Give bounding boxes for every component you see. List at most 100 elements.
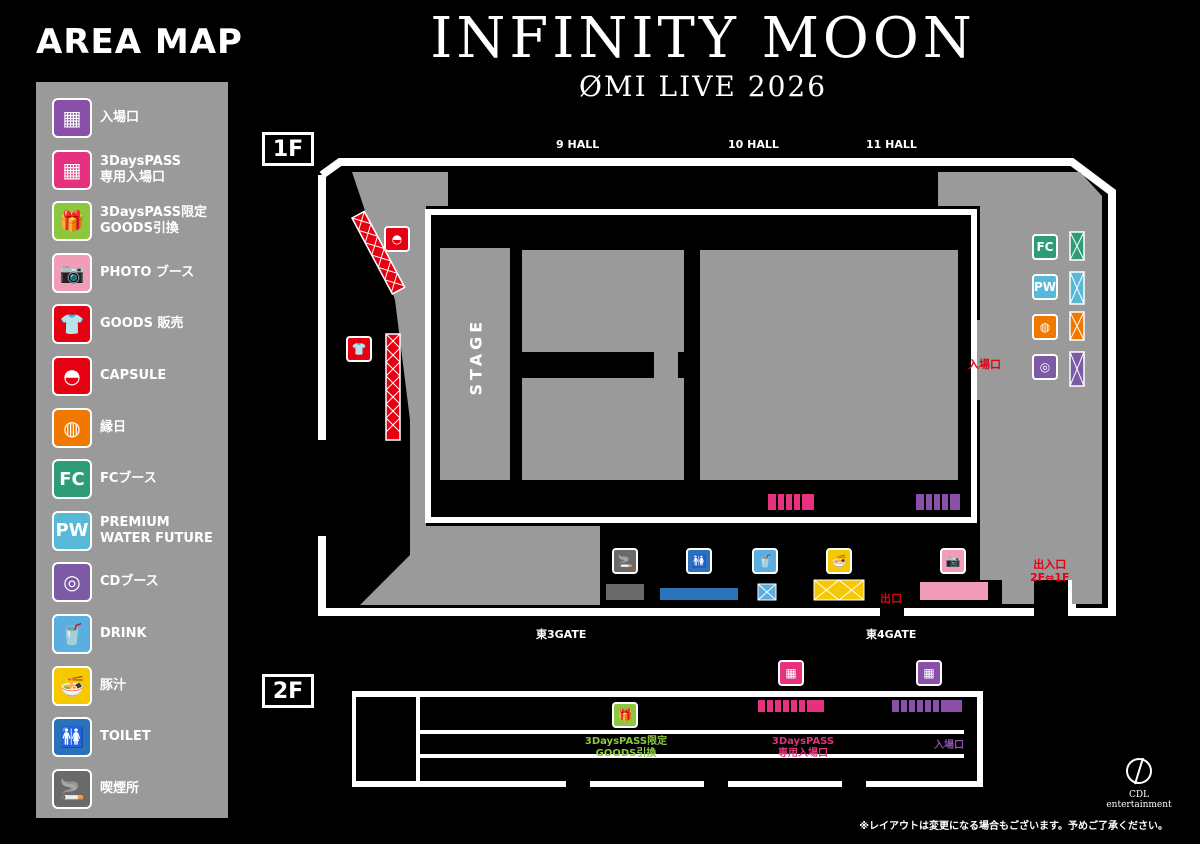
legend-item-label: 縁日 (100, 419, 127, 435)
pass-entrance-label-2f: 3DaysPASS 専用入場口 (771, 736, 835, 759)
booth-stalls-right (1069, 231, 1085, 387)
floor2-pink-bars (758, 700, 824, 712)
floor2-badge: 2F (262, 674, 314, 708)
tshirt-icon: 👕 (52, 304, 92, 345)
legend-item-label: GOODS 販売 (100, 316, 184, 332)
qr-icon-entrance: ▦ (916, 660, 942, 686)
toilet-area-bar (660, 588, 738, 600)
drink-icon: 🥤 (752, 548, 778, 574)
hall-11-label: 11 HALL (866, 138, 917, 151)
runway (510, 352, 650, 378)
smoking-icon: 🚬 (52, 768, 92, 809)
legend-item: ▦3DaysPASS 専用入場口 (52, 148, 228, 192)
smoking-icon: 🚬 (612, 548, 638, 574)
legend-item: 🚬 喫煙所 (52, 767, 228, 811)
bowl-icon: 🍜 (52, 665, 92, 706)
exit-entrance-label: 出入口 2F⇔1F (1030, 558, 1070, 584)
gift-icon: 🎁 (52, 201, 92, 242)
entrance-label-1f: 入場口 (968, 358, 1001, 371)
legend-item-label: 3DaysPASS限定 GOODS引換 (100, 205, 207, 237)
floor1-badge: 1F (262, 132, 314, 166)
legend-item: ◍ 縁日 (52, 406, 228, 450)
legend-item-label: FCブース (100, 471, 157, 487)
legend-item-label: CAPSULE (100, 368, 167, 383)
tshirt-icon: 👕 (346, 336, 372, 362)
purple-entrance-bars (916, 494, 960, 510)
pink-entrance-bars (768, 494, 814, 510)
tonjiru-stall (813, 579, 865, 601)
legend-item: ▦ 入場口 (52, 96, 228, 140)
stage-label: STAGE (466, 317, 486, 396)
event-subtitle: ØMI LIVE 2026 (578, 70, 828, 103)
entrance-label-2f: 入場口 (934, 740, 964, 751)
block-a (522, 250, 684, 352)
legend-item-label: 豚汁 (100, 677, 127, 693)
legend-item-label: DRINK (100, 626, 147, 641)
exit-label: 出口 (880, 592, 902, 605)
company-logo-mark (1126, 757, 1152, 785)
company-name: CDL entertainment (1106, 790, 1172, 810)
photo-booth-bar (920, 582, 988, 600)
gate-east4-label: 東4GATE (866, 628, 917, 641)
legend-item: 👕 GOODS 販売 (52, 302, 228, 346)
legend-item: 🚻 TOILET (52, 715, 228, 759)
legend-item-label: 入場口 (100, 110, 140, 125)
legend-item: 🍜 豚汁 (52, 664, 228, 708)
floor1-outline (318, 158, 1116, 616)
qr-icon: ▦ (52, 149, 92, 190)
stage-block (440, 248, 510, 480)
lantern-icon: ◍ (1032, 314, 1058, 340)
legend-item: 🥤 DRINK (52, 612, 228, 656)
legend-item: 📷 PHOTO ブース (52, 251, 228, 295)
floor2-purple-bars (892, 700, 962, 712)
block-c (700, 250, 958, 480)
legend-item-label: CDブース (100, 574, 159, 590)
floor2-white-fill (352, 694, 356, 784)
goods-stall-vertical (385, 333, 401, 441)
goods-exchange-label-2f: 3DaysPASS限定 GOODS引換 (584, 736, 668, 759)
camera-icon: 📷 (52, 252, 92, 293)
bowl-icon: 🍜 (826, 548, 852, 574)
fc-icon: FC (52, 459, 92, 500)
legend-item: ◎ CDブース (52, 560, 228, 604)
pw-icon: PW (1032, 274, 1058, 300)
floor2-inner-walls (416, 694, 964, 784)
floor1-right-area (938, 172, 1102, 604)
toilet-icon: 🚻 (686, 548, 712, 574)
capsule-icon: ◓ (52, 356, 92, 396)
capsule-icon: ◓ (384, 226, 410, 252)
fc-icon: FC (1032, 234, 1058, 260)
legend-item-label: 3DaysPASS 専用入場口 (100, 153, 181, 185)
area-map-title: AREA MAP (36, 22, 243, 62)
legend-panel: ▦入場口▦3DaysPASS 専用入場口🎁3DaysPASS限定 GOODS引換… (36, 82, 228, 818)
legend-item: 🎁3DaysPASS限定 GOODS引換 (52, 199, 228, 243)
legend-item: FC FCブース (52, 457, 228, 501)
runway-center (654, 352, 678, 378)
event-title: INFINITY MOON (430, 6, 976, 71)
floor2-outline (352, 691, 983, 787)
toilet-icon: 🚻 (52, 717, 92, 758)
lantern-icon: ◍ (52, 407, 92, 448)
hall-9-label: 9 HALL (556, 138, 600, 151)
legend-item: ◓ CAPSULE (52, 354, 228, 398)
pw-icon: PW (52, 510, 92, 551)
legend-item-label: PREMIUM WATER FUTURE (100, 514, 213, 546)
camera-icon: 📷 (940, 548, 966, 574)
qr-icon: ▦ (52, 98, 92, 138)
gift-icon: 🎁 (612, 702, 638, 728)
legend-item-label: PHOTO ブース (100, 264, 195, 280)
qr-icon-pass: ▦ (778, 660, 804, 686)
smoking-area-bar (606, 584, 644, 600)
legend-item-label: TOILET (100, 729, 151, 745)
drink-icon: 🥤 (52, 614, 92, 654)
cd-icon: ◎ (52, 562, 92, 603)
gate-east3-label: 東3GATE (536, 628, 587, 641)
block-b (522, 378, 684, 480)
cd-icon: ◎ (1032, 354, 1058, 380)
floor1-gray-area (352, 172, 600, 605)
legend-item-label: 喫煙所 (100, 780, 140, 796)
company-logo: CDL entertainment (1104, 756, 1174, 810)
hall-10-label: 10 HALL (728, 138, 779, 151)
